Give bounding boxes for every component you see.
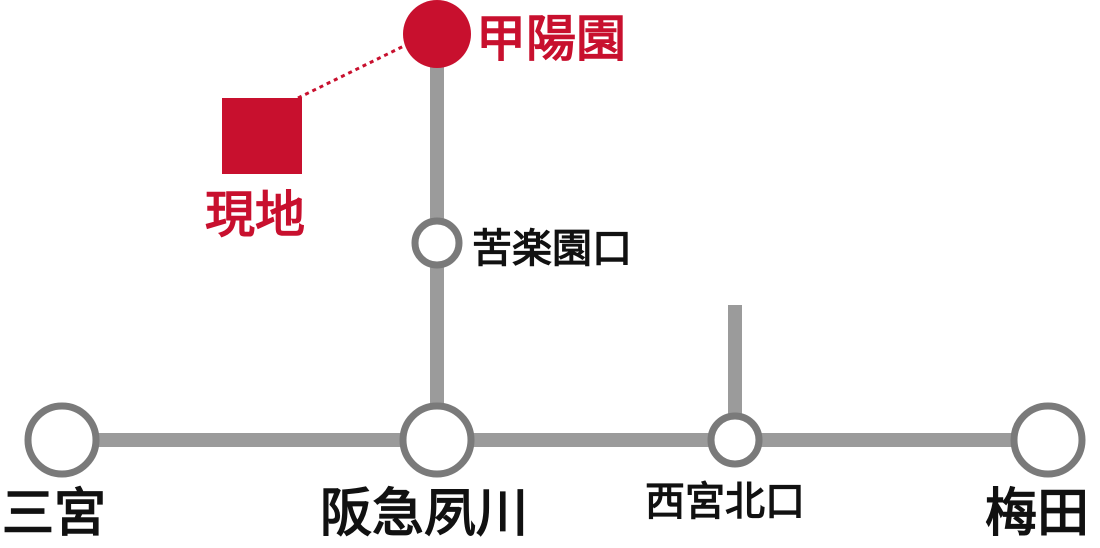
station-koyoen-label: 甲陽園: [476, 10, 626, 68]
station-umeda-marker: [1010, 402, 1086, 478]
station-koyoen-marker: [403, 0, 471, 68]
station-umeda-label: 梅田: [985, 484, 1090, 544]
site-marker: [222, 98, 302, 174]
station-nishinomiya-kitaguchi-label: 西宮北口: [645, 479, 805, 525]
station-nishinomiya-kitaguchi-marker: [707, 412, 763, 468]
station-sannomiya-marker: [24, 402, 100, 478]
site-leader-line: [297, 42, 409, 100]
station-sannomiya-label: 三宮: [2, 484, 107, 544]
station-shukugawa-label: 阪急夙川: [320, 484, 529, 544]
station-kurakuenguchi-marker: [411, 217, 463, 269]
station-kurakuenguchi-label: 苦楽園口: [472, 226, 632, 272]
station-shukugawa-marker: [399, 402, 475, 478]
site-label: 現地: [205, 186, 305, 244]
